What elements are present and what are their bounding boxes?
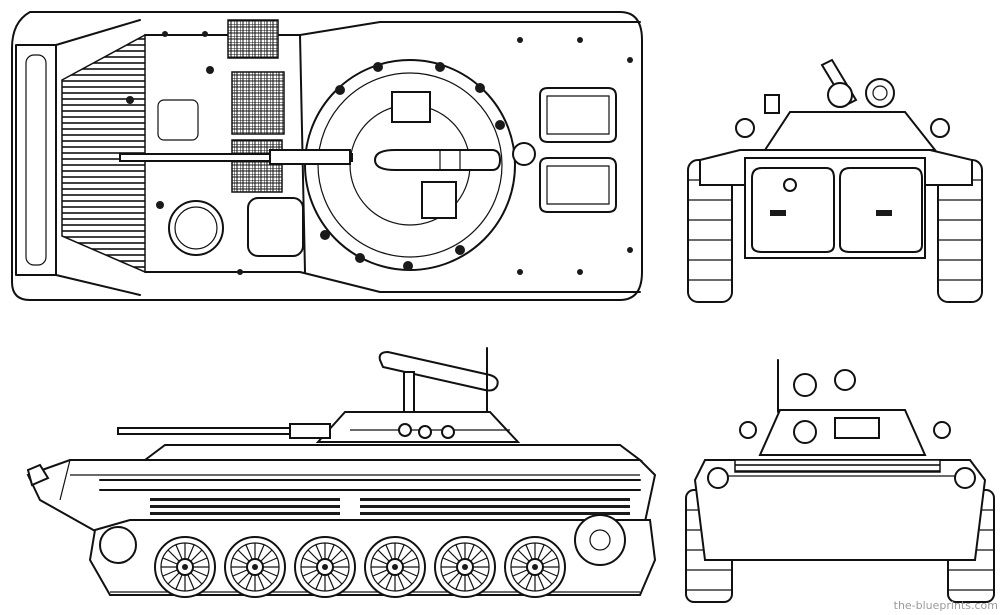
side-idler	[99, 526, 137, 564]
side-louvers	[150, 498, 630, 515]
side-roadwheel-5	[434, 536, 496, 598]
side-view	[26, 347, 657, 598]
side-turret	[315, 411, 521, 443]
top-rear-hatch-lower	[539, 157, 617, 213]
top-main-gun	[119, 153, 353, 162]
side-roadwheel-6	[504, 536, 566, 598]
top-rear-hatch-upper	[539, 87, 617, 143]
front-view	[687, 58, 983, 303]
watermark-text: the-blueprints.com	[893, 599, 998, 612]
front-turret	[763, 111, 938, 151]
top-view	[11, 11, 643, 301]
top-atgm-tube	[373, 149, 502, 171]
rear-hull	[693, 459, 987, 561]
top-driver-hatch	[168, 200, 224, 256]
rear-view	[685, 359, 995, 603]
side-roadwheel-1	[154, 536, 216, 598]
side-roadwheel-2	[224, 536, 286, 598]
front-door-left	[751, 167, 835, 253]
top-grille-middle	[231, 71, 285, 135]
top-grille-front	[227, 19, 279, 59]
side-atgm-tube	[378, 350, 499, 392]
top-grille-rear	[231, 139, 283, 193]
side-roadwheel-4	[364, 536, 426, 598]
side-roadwheel-3	[294, 536, 356, 598]
top-hull-outline	[11, 11, 643, 301]
top-front-plate	[15, 44, 57, 276]
side-drive-sprocket	[574, 514, 626, 566]
